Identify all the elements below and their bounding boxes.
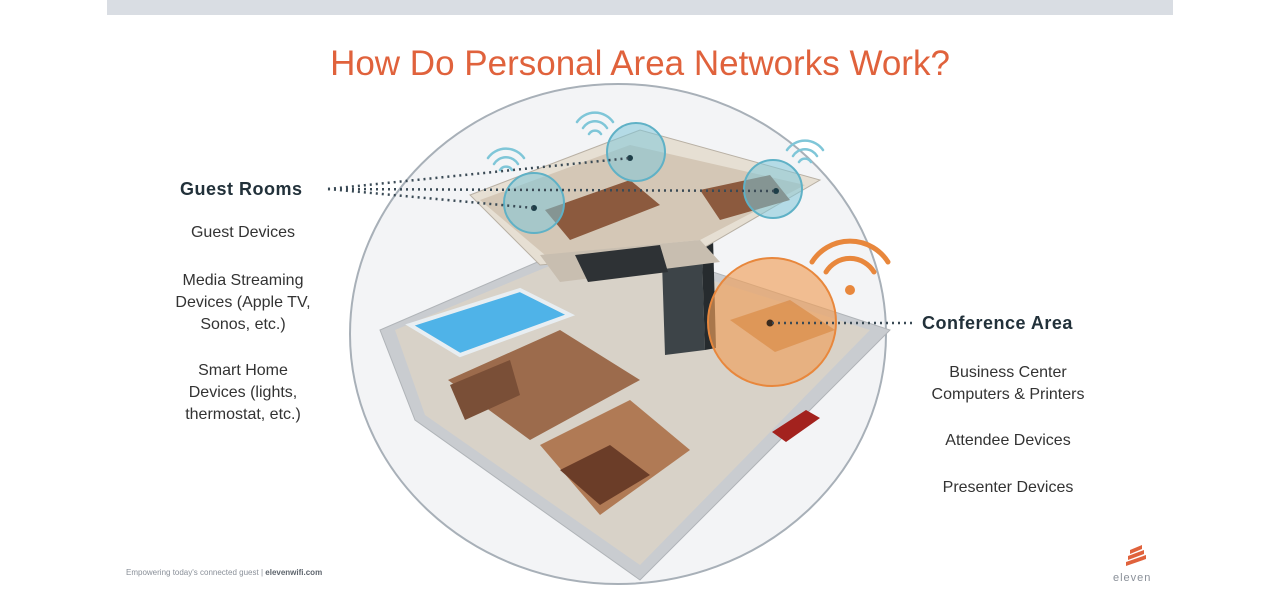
eleven-logo-text: eleven — [1113, 572, 1152, 584]
guest-access-point-3 — [743, 159, 803, 219]
guest-rooms-connector — [327, 156, 777, 210]
footer-website-link[interactable]: elevenwifi.com — [265, 568, 323, 577]
top-banner-bar — [107, 0, 1173, 15]
guest-access-point-2 — [606, 122, 666, 182]
guest-wifi-icon-3 — [785, 139, 825, 164]
footer-tagline: Empowering today's connected guest | ele… — [126, 568, 322, 577]
smart-home-item: Smart Home Devices (lights, thermostat, … — [185, 362, 301, 423]
lounge-area — [448, 330, 640, 440]
presenter-devices-item: Presenter Devices — [942, 479, 1074, 496]
footer-separator: | — [260, 568, 264, 577]
pool — [405, 287, 576, 358]
attendee-devices-item: Attendee Devices — [945, 432, 1071, 449]
page-title: How Do Personal Area Networks Work? — [330, 44, 950, 83]
conference-wifi-icon — [809, 238, 891, 295]
business-center-item: Business Center Computers & Printers — [931, 364, 1085, 403]
red-car — [772, 410, 820, 442]
footer-tagline-text: Empowering today's connected guest — [126, 568, 259, 577]
conference-area-heading: Conference Area — [922, 313, 1073, 333]
guest-access-point-1 — [503, 172, 565, 234]
guest-devices-item: Guest Devices — [190, 224, 296, 241]
guest-wifi-icon-1 — [486, 147, 526, 172]
eleven-logo-mark — [1126, 545, 1146, 566]
guest-rooms-heading: Guest Rooms — [180, 179, 303, 199]
guest-wifi-icon-2 — [575, 111, 615, 136]
media-streaming-item: Media Streaming Devices (Apple TV, Sonos… — [175, 272, 311, 333]
